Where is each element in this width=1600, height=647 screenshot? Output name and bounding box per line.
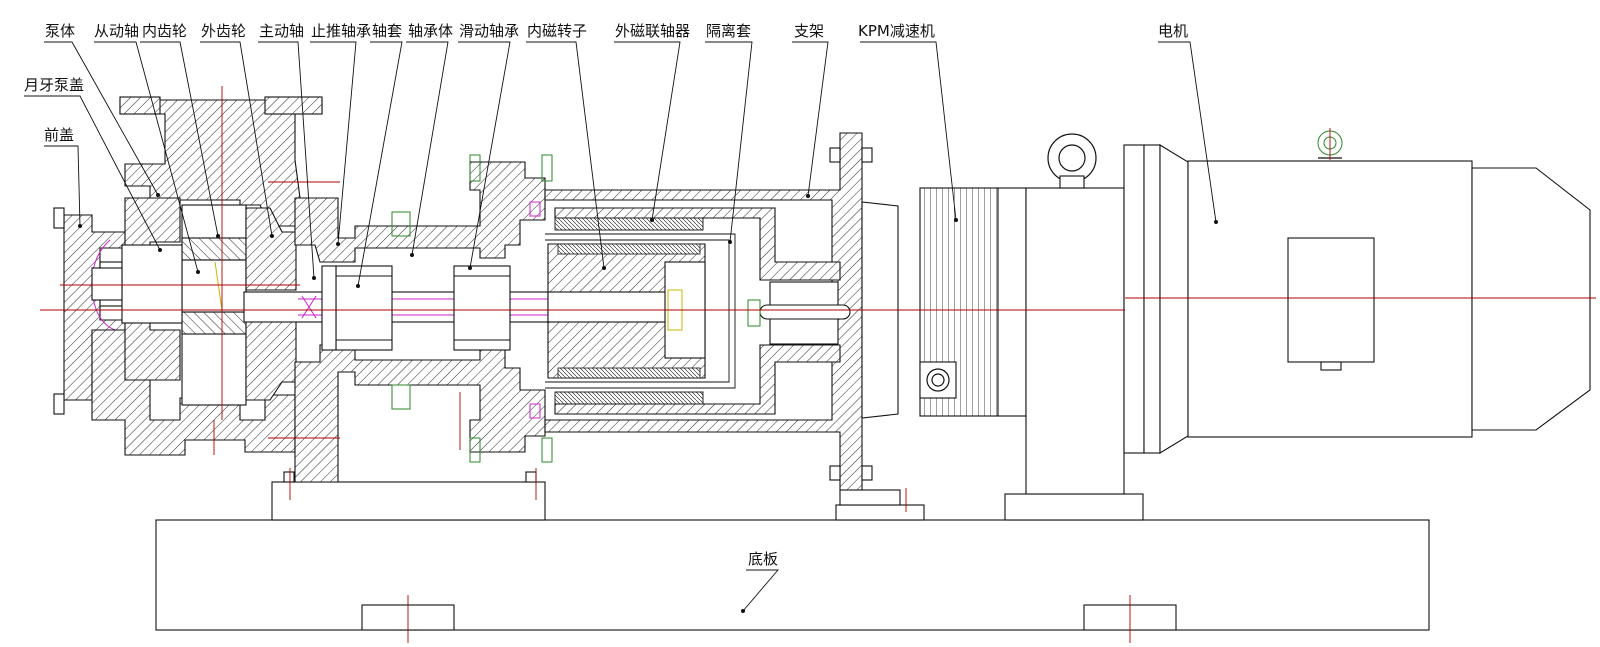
pump-body bbox=[91, 96, 323, 456]
magnetic-drive bbox=[544, 132, 901, 506]
part-labels: 泵体 从动轴 内齿轮 外齿轮 主动轴 止推轴承 轴套 轴承体 滑动轴承 内磁转子… bbox=[24, 22, 1188, 568]
label-shaft-sleeve: 轴套 bbox=[372, 22, 402, 40]
label-outer-magnetic-coupling: 外磁联轴器 bbox=[615, 22, 690, 40]
label-crescent-cover: 月牙泵盖 bbox=[24, 76, 84, 94]
label-base-plate: 底板 bbox=[748, 550, 778, 568]
label-bearing-body: 轴承体 bbox=[408, 22, 453, 40]
label-inner-gear: 内齿轮 bbox=[142, 22, 187, 40]
label-isolation-sleeve: 隔离套 bbox=[706, 22, 751, 40]
base-plate bbox=[155, 519, 1430, 643]
label-pump-body: 泵体 bbox=[45, 22, 75, 40]
label-thrust-bearing: 止推轴承 bbox=[311, 22, 371, 40]
motor bbox=[1123, 130, 1591, 454]
pump-supports bbox=[271, 471, 1144, 521]
kpm-reducer bbox=[861, 133, 1125, 495]
label-sliding-bearing: 滑动轴承 bbox=[459, 22, 519, 40]
centerlines bbox=[40, 86, 1596, 512]
label-kpm-reducer: KPM减速机 bbox=[858, 22, 935, 40]
label-front-cover: 前盖 bbox=[44, 126, 74, 144]
label-outer-gear: 外齿轮 bbox=[201, 22, 246, 40]
gear-set bbox=[91, 204, 297, 406]
leader-lines bbox=[24, 41, 1218, 613]
label-inner-magnetic-rotor: 内磁转子 bbox=[527, 22, 587, 40]
label-driven-shaft: 从动轴 bbox=[94, 22, 139, 40]
label-bracket: 支架 bbox=[794, 22, 824, 40]
label-motor: 电机 bbox=[1158, 22, 1188, 40]
label-main-shaft: 主动轴 bbox=[259, 22, 304, 40]
